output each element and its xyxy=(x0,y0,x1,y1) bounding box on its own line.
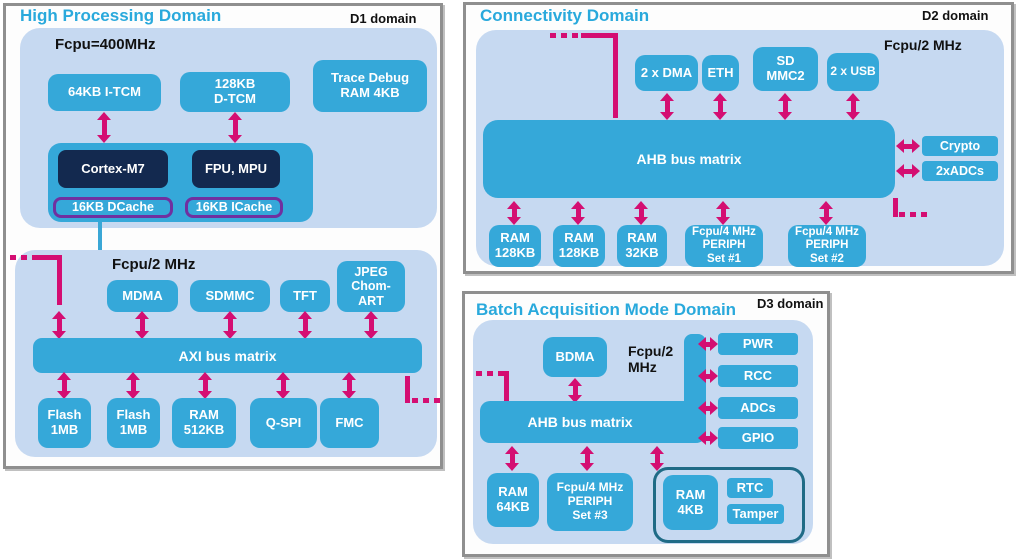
block-sdmmc: SDMMC xyxy=(190,280,270,312)
block-flash1: Flash 1MB xyxy=(38,398,91,448)
block-qspi: Q-SPI xyxy=(250,398,317,448)
double-arrow-ahb-ram32 xyxy=(633,201,649,225)
block-eth: ETH xyxy=(702,55,739,91)
double-arrow-ahb-ram128a xyxy=(506,201,522,225)
block-gpio: GPIO xyxy=(718,427,798,449)
double-arrow-axi-flash1 xyxy=(56,372,72,399)
d1-cpu-freq-label: Fcpu=400MHz xyxy=(55,36,156,53)
double-arrow-axi-qspi xyxy=(275,372,291,399)
double-arrow-eth-ahb xyxy=(712,93,728,120)
double-arrow-dtcm-cpu xyxy=(227,112,243,143)
double-arrow-axi-ram512 xyxy=(197,372,213,399)
double-arrow-external-axi xyxy=(51,311,67,339)
block-cortex-m7: Cortex-M7 xyxy=(58,150,168,188)
d2-ahb-bus-matrix-label: AHB bus matrix xyxy=(636,151,742,167)
d1-title: High Processing Domain xyxy=(20,6,222,25)
double-arrow-ahb-rcc xyxy=(698,368,718,384)
d2-entry-link-h xyxy=(581,33,618,38)
block-fpu-mpu: FPU, MPU xyxy=(192,150,280,188)
block-rcc: RCC xyxy=(718,365,798,387)
block-flash2: Flash 1MB xyxy=(107,398,160,448)
d1-external-link-h xyxy=(36,255,62,260)
block-ram512: RAM 512KB xyxy=(172,398,236,448)
d1-exit-link-v xyxy=(405,376,410,403)
block-ram128-a: RAM 128KB xyxy=(489,225,541,267)
block-itcm: 64KB I-TCM xyxy=(48,74,161,111)
block-2xadcs: 2xADCs xyxy=(922,161,998,181)
block-trace-debug-ram: Trace Debug RAM 4KB xyxy=(313,60,427,112)
block-rtc: RTC xyxy=(727,478,773,498)
double-arrow-ahb-adcs3 xyxy=(698,400,718,416)
block-2xdma: 2 x DMA xyxy=(635,55,698,91)
double-arrow-ahb-periph3 xyxy=(579,446,595,471)
d1-external-link-dotted xyxy=(10,255,36,260)
double-arrow-ahb-ram128b xyxy=(570,201,586,225)
block-ram32: RAM 32KB xyxy=(617,225,667,267)
d3-entry-link-v xyxy=(504,371,509,403)
double-arrow-jpeg-axi xyxy=(363,311,379,339)
double-arrow-ahb-adcs xyxy=(896,163,920,179)
double-arrow-ahb-ram4 xyxy=(649,446,665,471)
d1-exit-link-dotted xyxy=(412,398,440,403)
block-tft: TFT xyxy=(280,280,330,312)
double-arrow-sdmmc-axi xyxy=(222,311,238,339)
d2-entry-link-dotted xyxy=(550,33,580,38)
double-arrow-itcm-cpu xyxy=(96,112,112,143)
d1-bus-freq-label: Fcpu/2 MHz xyxy=(112,256,196,273)
block-sdmmc2: SD MMC2 xyxy=(753,47,818,91)
double-arrow-dma-ahb xyxy=(659,93,675,120)
block-ram4: RAM 4KB xyxy=(663,475,718,530)
block-periph-set2: Fcpu/4 MHz PERIPH Set #2 xyxy=(788,225,866,267)
d2-domain-label: D2 domain xyxy=(922,8,989,23)
backup-domain-group xyxy=(653,467,805,543)
double-arrow-axi-flash2 xyxy=(125,372,141,399)
d2-freq-label: Fcpu/2 MHz xyxy=(884,37,962,53)
block-ram128-b: RAM 128KB xyxy=(553,225,605,267)
double-arrow-usb-ahb xyxy=(845,93,861,120)
d1-external-link-v xyxy=(57,255,62,305)
axi-bus-matrix xyxy=(33,338,422,373)
double-arrow-ahb-gpio xyxy=(698,430,718,446)
d3-ahb-bus-matrix xyxy=(480,401,706,443)
block-dcache: 16KB DCache xyxy=(53,197,173,218)
double-arrow-tft-axi xyxy=(297,311,313,339)
d2-exit-link-dotted xyxy=(899,212,927,217)
block-fmc: FMC xyxy=(320,398,379,448)
block-periph-set3: Fcpu/4 MHz PERIPH Set #3 xyxy=(547,473,633,531)
double-arrow-ahb-crypto xyxy=(896,138,920,154)
d3-domain-label: D3 domain xyxy=(757,296,824,311)
d2-entry-link-v xyxy=(613,33,618,118)
block-crypto: Crypto xyxy=(922,136,998,156)
d2-ahb-bus-matrix xyxy=(483,120,895,198)
block-jpeg-chromart: JPEG Chom- ART xyxy=(337,261,405,312)
d2-title: Connectivity Domain xyxy=(480,6,650,25)
block-mdma: MDMA xyxy=(107,280,178,312)
double-arrow-sdmmc2-ahb xyxy=(777,93,793,120)
block-dtcm: 128KB D-TCM xyxy=(180,72,290,112)
block-2xusb: 2 x USB xyxy=(827,53,879,91)
d3-entry-link-dotted xyxy=(476,371,504,376)
block-tamper: Tamper xyxy=(727,504,784,524)
d3-freq-label: Fcpu/2 MHz xyxy=(628,343,674,375)
d3-title: Batch Acquisition Mode Domain xyxy=(476,300,737,319)
double-arrow-ahb-ram64 xyxy=(504,446,520,471)
d2-exit-link-v xyxy=(893,198,898,217)
double-arrow-axi-fmc xyxy=(341,372,357,399)
double-arrow-ahb-periph1 xyxy=(715,201,731,225)
double-arrow-bdma-ahb xyxy=(567,378,583,403)
double-arrow-mdma-axi xyxy=(134,311,150,339)
double-arrow-ahb-pwr xyxy=(698,336,718,352)
d3-ahb-bus-matrix-label: AHB bus matrix xyxy=(527,414,633,430)
d1-domain-label: D1 domain xyxy=(350,11,417,26)
d3-ahb-bus-arm xyxy=(684,334,706,409)
block-periph-set1: Fcpu/4 MHz PERIPH Set #1 xyxy=(685,225,763,267)
block-adcs: ADCs xyxy=(718,397,798,419)
block-pwr: PWR xyxy=(718,333,798,355)
block-bdma: BDMA xyxy=(543,337,607,377)
block-icache: 16KB ICache xyxy=(185,197,283,218)
axi-bus-matrix-label: AXI bus matrix xyxy=(178,347,277,364)
block-ram64: RAM 64KB xyxy=(487,473,539,527)
double-arrow-ahb-periph2 xyxy=(818,201,834,225)
